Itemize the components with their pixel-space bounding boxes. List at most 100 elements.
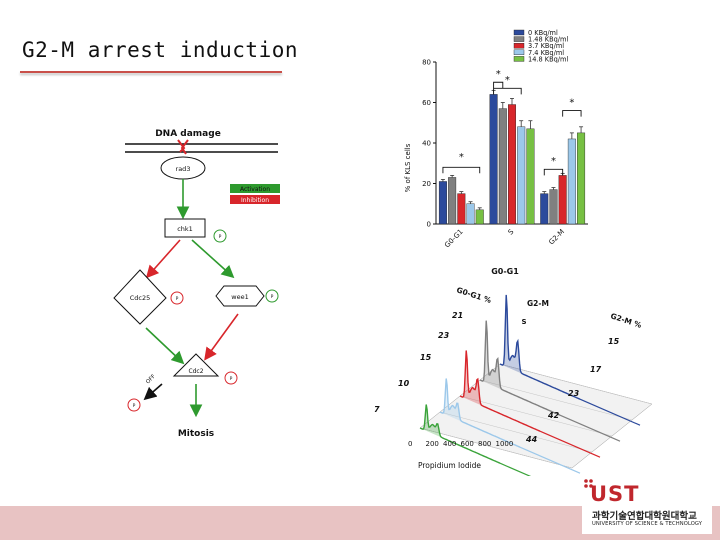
g2m-percent-label: 44 [525, 435, 538, 444]
logo-english-name: UNIVERSITY OF SCIENCE & TECHNOLOGY [592, 521, 703, 527]
flow-baseplane [419, 363, 653, 469]
legend-label: 0 KBq/ml [528, 29, 558, 37]
x-tick-label: G2-M [547, 228, 566, 247]
flow-trace [479, 320, 561, 416]
legend-swatch [513, 29, 525, 36]
arrow-cdc2-off [143, 383, 163, 401]
peak-label-g2m: G2-M [527, 299, 549, 308]
peak-label-g0g1: G0-G1 [491, 267, 519, 276]
g0g1-percent-label: 23 [438, 331, 450, 340]
flow-trace [459, 350, 541, 432]
legend-swatch [513, 56, 525, 62]
off-phospho-label: P [133, 403, 136, 409]
bar [567, 138, 576, 225]
flow-trace-tail [579, 398, 641, 426]
x-tick-label: G0-G1 [443, 228, 465, 250]
g0g1-percent-label: 10 [398, 379, 410, 388]
cdc25-label: Cdc25 [130, 294, 151, 302]
bar [540, 193, 549, 225]
flow-trace-tail [539, 430, 601, 458]
flow-trace-tail [559, 414, 621, 442]
cdc2-label: Cdc2 [188, 368, 203, 375]
off-label: OFF [145, 374, 157, 386]
x-tick-label: 600 [461, 440, 474, 448]
cdc2-node [172, 353, 220, 377]
significance-bracket [562, 110, 582, 117]
title-underline [20, 71, 282, 73]
arrow-cdc25-cdc2 [145, 327, 185, 365]
bar [558, 175, 567, 225]
y-axis-label: % of KLS cells [404, 143, 412, 192]
flow-gridline [499, 363, 653, 405]
arrow-chk1-cdc25 [145, 239, 181, 279]
g0g1-percent-label: 15 [420, 353, 432, 362]
significance-star: * [459, 152, 464, 163]
flow-trace [439, 378, 521, 448]
bar [526, 128, 535, 225]
y-tick-label: 0 [427, 221, 431, 229]
legend-label: 14.8 KBq/ml [528, 55, 568, 63]
mitosis-label: Mitosis [178, 429, 214, 439]
flow-trace [499, 294, 581, 400]
arrow-chk1-wee1 [191, 239, 235, 279]
bar-chart-legend: 0 KBq/ml1.48 KBq/ml3.7 KBq/ml7.4 KBq/ml1… [513, 29, 568, 63]
x-tick-label: 200 [426, 440, 439, 448]
chk1-node [164, 218, 206, 238]
flow-cytometry-histogram: G0-G1 G0-G1 % G2-M S G2-M % 212315107151… [374, 267, 653, 476]
cdc25-node [113, 269, 167, 325]
significance-bracket [493, 81, 504, 89]
flow-gridline [439, 411, 593, 453]
logo-dots-icon [584, 479, 593, 488]
right-axis-title: G2-M % [609, 311, 643, 330]
y-tick-label: 60 [422, 99, 431, 107]
legend-label: 3.7 KBq/ml [528, 42, 564, 50]
left-axis-title: G0-G1 % [455, 285, 492, 305]
arrow-wee1-cdc2 [204, 313, 239, 361]
cdc2-phospho-label: P [230, 376, 233, 382]
significance-bracket [442, 166, 481, 174]
y-tick-label: 80 [422, 59, 431, 67]
bar [517, 126, 526, 225]
bar-chart-bars: ***** [438, 69, 586, 225]
bar [489, 94, 498, 225]
bar [475, 209, 484, 225]
bar [498, 108, 507, 225]
g2m-percent-label: 17 [590, 365, 602, 374]
legend-swatch [513, 36, 525, 42]
bar [448, 177, 457, 225]
x-tick-label: 400 [443, 440, 456, 448]
ust-logo: UST 과학기술연합대학원대학교 UNIVERSITY OF SCIENCE &… [582, 478, 712, 534]
cdc25-phospho [170, 291, 184, 305]
chk1-label: chk1 [177, 225, 193, 233]
cell-cycle-bar-chart: % of KLS cells 0 KBq/ml1.48 KBq/ml3.7 KB… [404, 29, 588, 250]
legend-swatch [513, 49, 525, 55]
significance-bracket [543, 168, 564, 176]
g2m-percent-label: 15 [608, 337, 620, 346]
flow-trace [419, 404, 501, 464]
g2m-percent-label: 42 [547, 411, 560, 420]
wee1-phospho [265, 289, 279, 303]
wee1-phospho-label: P [271, 294, 274, 300]
significance-star: * [496, 69, 501, 80]
chk1-phospho-label: P [219, 234, 222, 240]
x-tick-label: S [507, 227, 516, 236]
flow-traces [419, 294, 641, 476]
flow-trace-tail [499, 462, 532, 476]
flow-trace-tail [519, 446, 581, 474]
g2m-percent-label: 23 [568, 389, 580, 398]
logo-korean-name: 과학기술연합대학원대학교 [592, 511, 697, 522]
x-tick-label: 0 [408, 440, 412, 448]
x-axis-label: Propidium Iodide [418, 461, 481, 470]
bar [577, 132, 586, 225]
logo-wordmark: UST [590, 482, 640, 506]
legend-inhibition-label: Inhibition [241, 197, 269, 204]
bar [466, 203, 475, 225]
cdc25-phospho-label: P [176, 296, 179, 302]
legend-swatch [513, 43, 525, 49]
peak-label-s: S [521, 318, 526, 326]
pathway-diagram: DNA damage rad3 Activation Inhibition ch… [113, 129, 280, 439]
dna-break-mark [177, 139, 189, 155]
significance-star: * [551, 156, 556, 167]
legend-inhibition [230, 195, 280, 204]
